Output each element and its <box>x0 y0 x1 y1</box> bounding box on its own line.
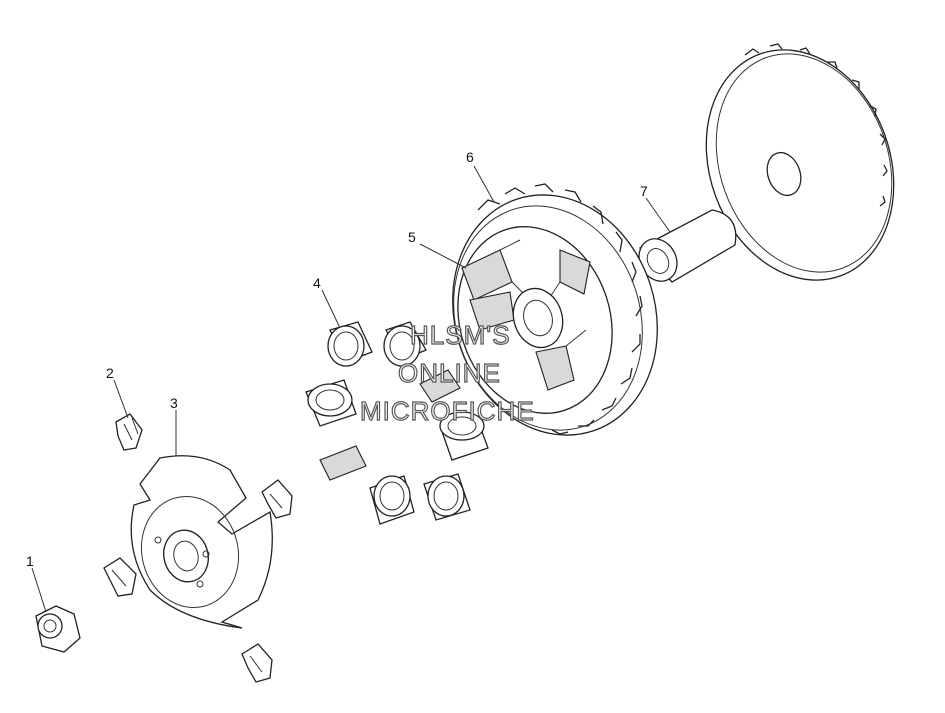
leader-lines <box>31 165 671 613</box>
roller <box>423 473 471 521</box>
slider-clips <box>103 413 293 683</box>
back-plate <box>130 455 273 629</box>
slider-clip <box>241 643 273 683</box>
callout-2: 2 <box>106 365 114 381</box>
roller <box>439 411 489 461</box>
roller <box>383 321 427 367</box>
slider-clip <box>115 413 143 451</box>
flange-nut <box>35 605 81 653</box>
roller-weights <box>305 321 489 525</box>
roller <box>327 321 373 367</box>
watermark-line-2: ONLINE <box>398 358 501 388</box>
sheave-face-plate <box>705 43 895 281</box>
slider-clip <box>261 479 293 519</box>
roller <box>369 475 415 525</box>
callouts: 1 2 3 4 5 6 7 <box>26 149 648 569</box>
slider-clip <box>103 557 137 597</box>
bushing-sleeve <box>638 209 737 283</box>
callout-3: 3 <box>170 395 178 411</box>
watermark-line-1: HLSM'S <box>410 320 511 350</box>
watermark: HLSM'S ONLINE MICROFICHE <box>359 319 535 426</box>
callout-6: 6 <box>466 149 474 165</box>
slider-block <box>419 369 461 403</box>
slider-block <box>319 445 367 481</box>
watermark-line-3: MICROFICHE <box>360 396 535 426</box>
callout-4: 4 <box>313 275 321 291</box>
ramp-plate-hub <box>452 183 658 436</box>
callout-5: 5 <box>408 229 416 245</box>
roller <box>305 379 357 427</box>
callout-1: 1 <box>26 553 34 569</box>
callout-7: 7 <box>640 183 648 199</box>
